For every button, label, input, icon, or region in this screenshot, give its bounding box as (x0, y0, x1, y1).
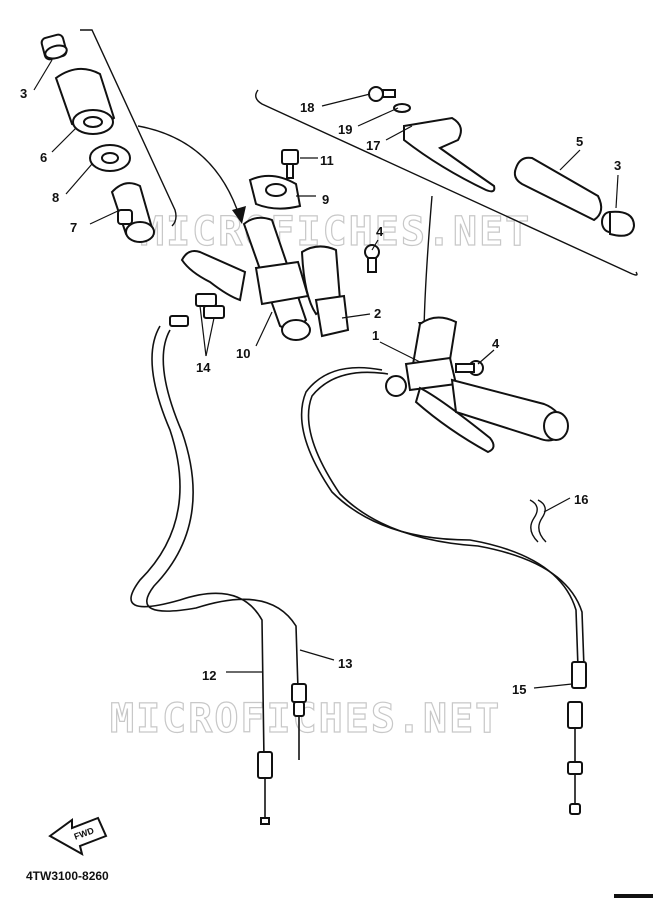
housing-screw (281, 149, 299, 165)
cable-adjusters (169, 293, 225, 327)
callout-11: 11 (320, 153, 334, 168)
leader-lines (33, 59, 619, 689)
callout-17: 17 (366, 138, 380, 153)
assembly-arrow-left-head (232, 206, 246, 224)
callout-15: 15 (512, 682, 526, 697)
callout-19: 19 (338, 122, 352, 137)
clutch-cable (300, 366, 587, 815)
callout-2: 2 (374, 306, 381, 321)
callout-10: 10 (236, 346, 250, 361)
callout-13: 13 (338, 656, 352, 671)
clutch-lever (403, 116, 496, 193)
assembly-arrow-right (423, 195, 433, 331)
lever-pivot-bolt (368, 86, 396, 102)
callout-18: 18 (300, 100, 314, 115)
lever-washer (393, 103, 411, 113)
throttle-tube (110, 182, 155, 243)
callout-5: 5 (576, 134, 583, 149)
grip-end-cap-left (40, 33, 68, 61)
callout-8: 8 (52, 190, 59, 205)
diagram-code: 4TW3100-8260 (26, 869, 109, 883)
clutch-lever-holder-assembly (385, 316, 569, 454)
callout-12: 12 (202, 668, 216, 683)
callout-3-left: 3 (20, 86, 27, 101)
callout-1: 1 (372, 328, 379, 343)
callout-3-right: 3 (614, 158, 621, 173)
left-group-bracket (80, 29, 177, 227)
throttle-grip (54, 67, 116, 135)
adjuster-screw-upper (364, 244, 380, 273)
watermark-top: MICROFICHES.NET (140, 209, 531, 255)
grip-end-cap-right (601, 210, 636, 237)
throttle-housing-assembly (180, 149, 350, 341)
throttle-cables (130, 325, 307, 825)
callout-9: 9 (322, 192, 329, 207)
front-brake-lever-left (180, 250, 247, 302)
callout-14: 14 (196, 360, 211, 375)
watermark-bottom: MICROFICHES.NET (110, 696, 501, 742)
callout-4-lower: 4 (492, 336, 500, 351)
right-group-bracket (255, 89, 638, 276)
grip-washer (89, 144, 131, 172)
assembly-arrow-left (137, 125, 241, 219)
cable-clip (529, 499, 547, 543)
throttle-housing-lower (254, 260, 310, 306)
callout-4-upper: 4 (376, 224, 384, 239)
callout-16: 16 (574, 492, 588, 507)
page-edge-mark (614, 894, 653, 898)
handlebar-holder (314, 294, 350, 338)
forward-direction-arrow: FWD (48, 816, 108, 857)
callout-6: 6 (40, 150, 47, 165)
grip-right (513, 156, 603, 222)
callout-7: 7 (70, 220, 77, 235)
